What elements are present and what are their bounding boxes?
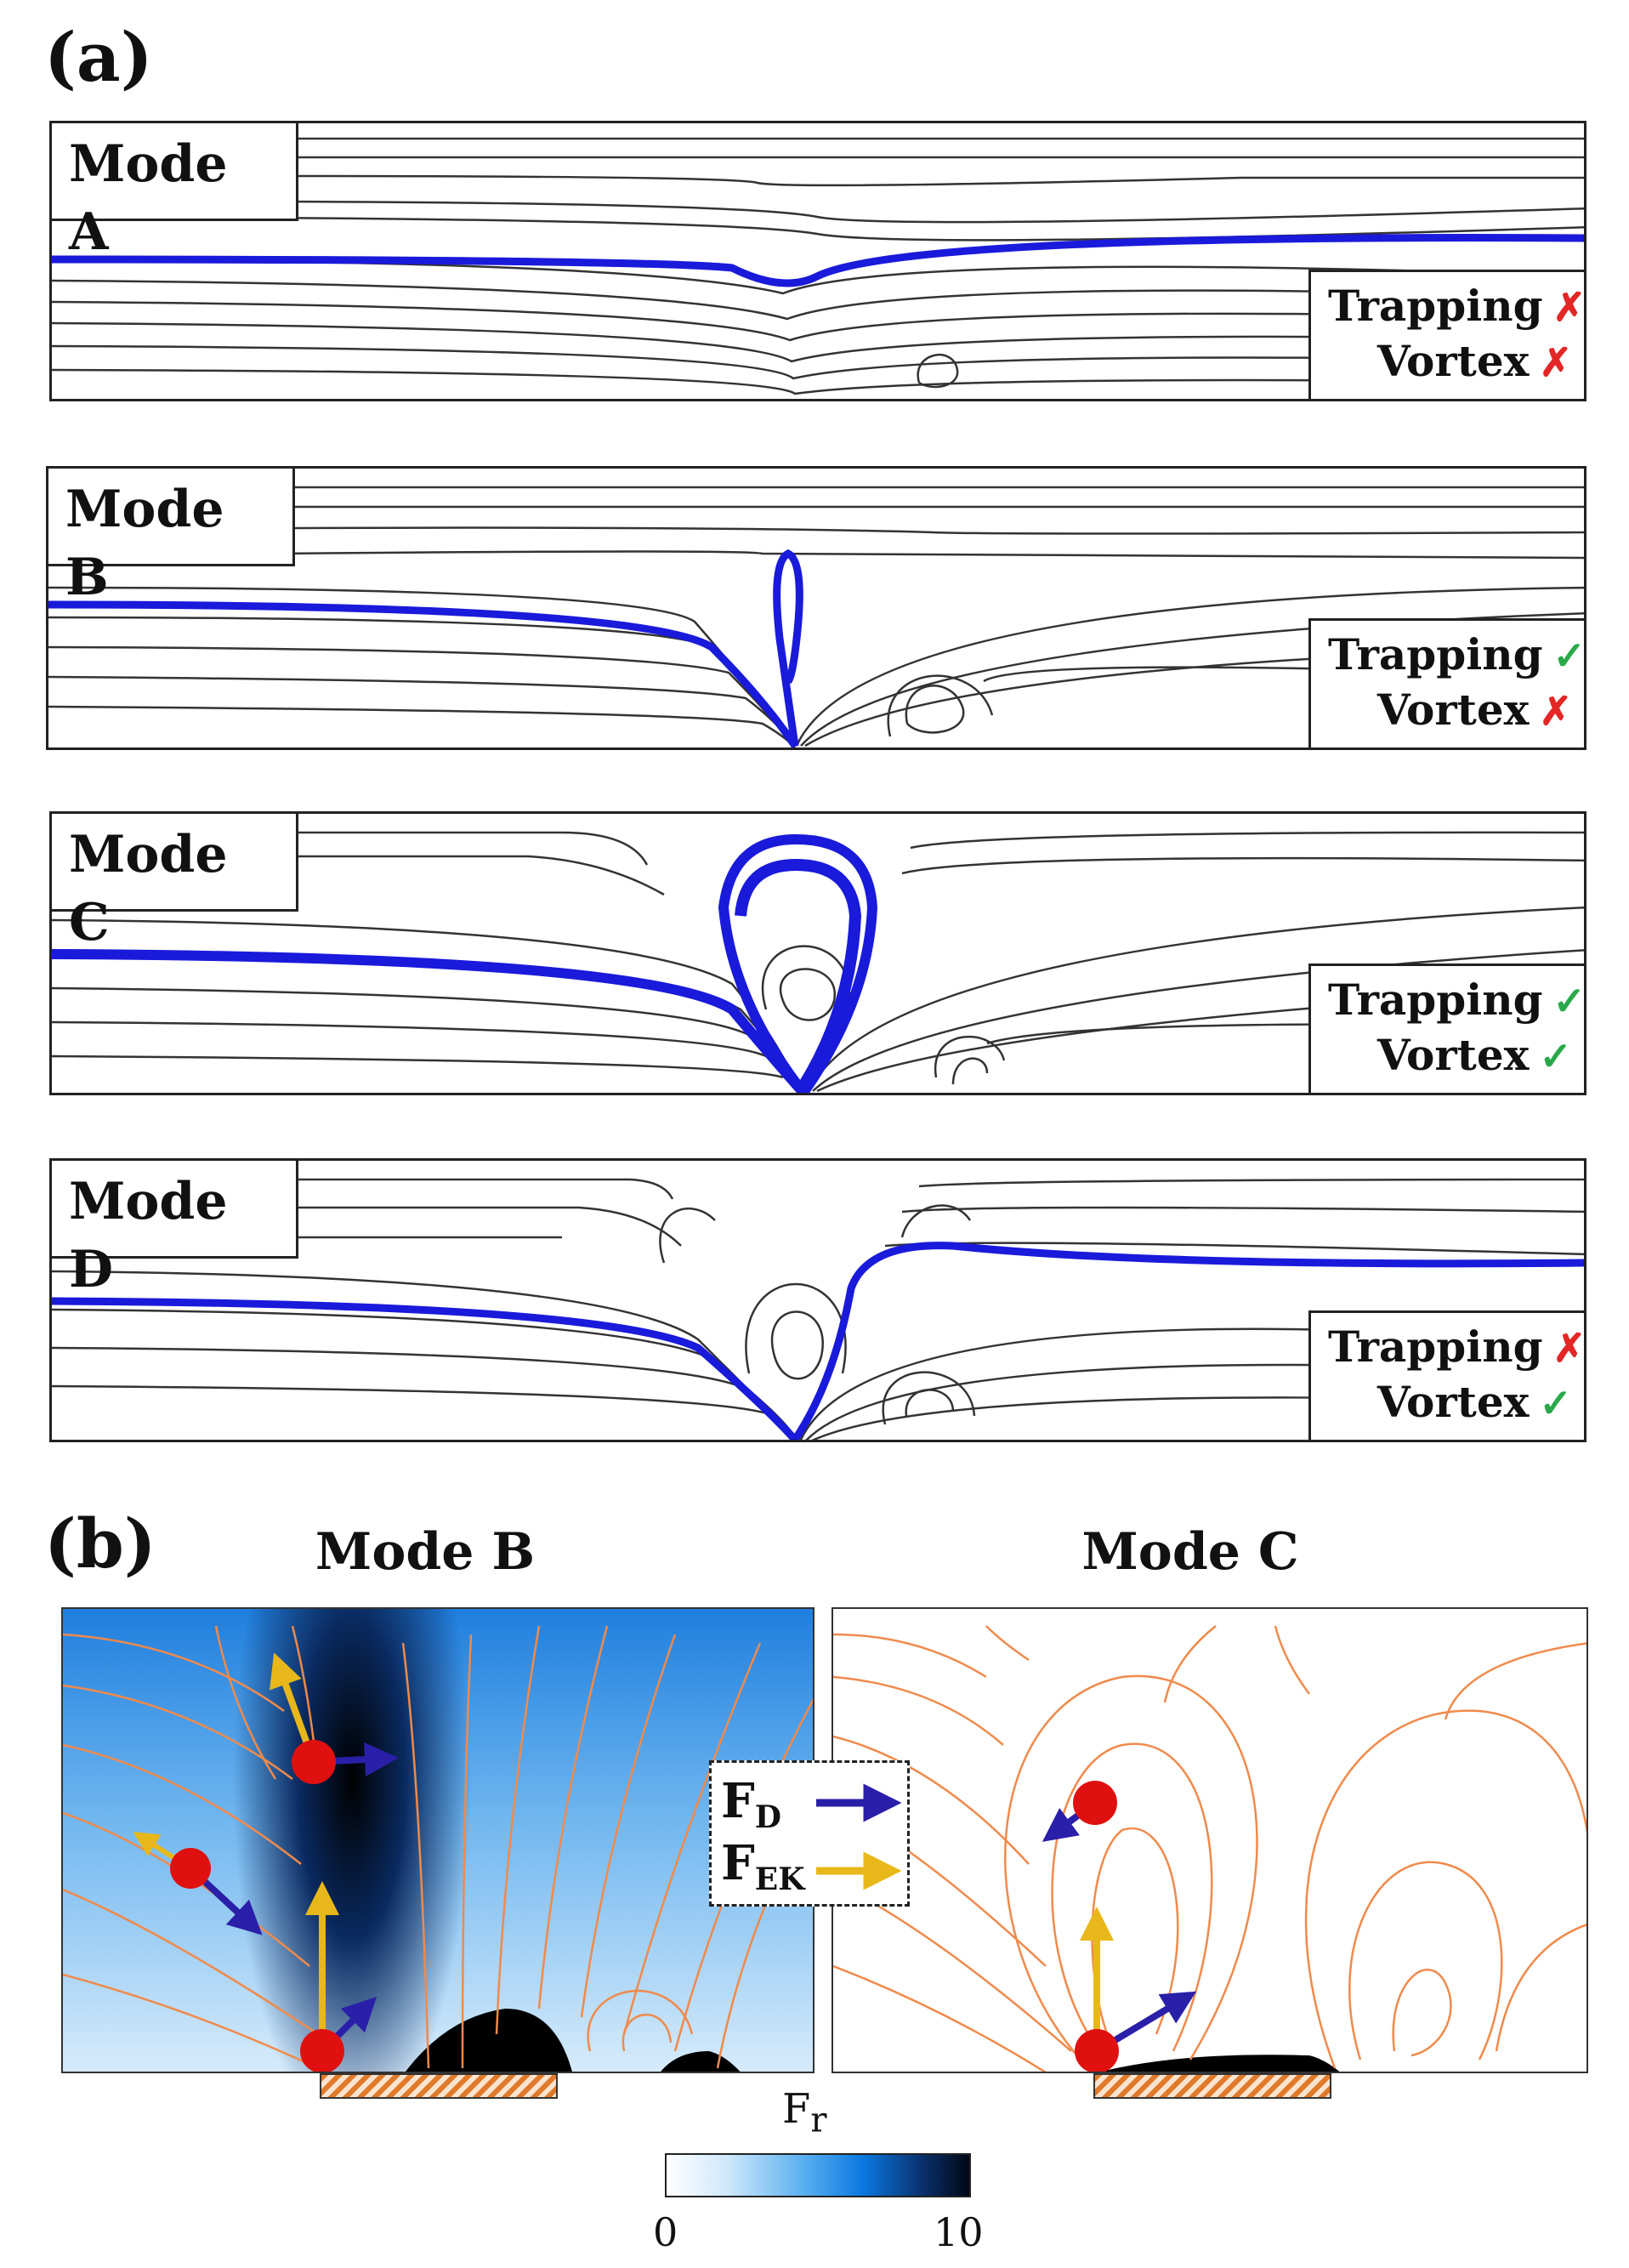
mode-c-vortex-label: Vortex [1376,1030,1530,1080]
mode-b-vortex-label: Vortex [1376,685,1530,735]
mode-c-panel: Mode C Trapping✓ Vortex✓ [49,811,1586,1095]
mode-d-status-box: Trapping✗ Vortex✓ [1308,1310,1586,1440]
particle-3 [300,2029,344,2072]
mode-c-status-box: Trapping✓ Vortex✓ [1308,963,1586,1093]
mode-d-panel: Mode D Trapping✗ Vortex✓ [49,1158,1586,1442]
mode-b-field-title: Mode B [315,1522,536,1582]
mode-c-field-title: Mode C [1081,1522,1299,1582]
mode-a-trapping-cross-icon: ✗ [1552,284,1586,330]
mode-c-vortex-check-icon: ✓ [1539,1033,1572,1079]
mode-b-trapping-check-icon: ✓ [1552,633,1586,679]
colorbar-label: Fr [782,2085,827,2140]
legend-ek-label: FEK [721,1835,805,1898]
particle-2 [170,1848,211,1889]
mode-b-streamlines [48,486,1584,747]
mode-a-trapping-label: Trapping [1328,281,1543,331]
panel-b-letter: (b) [44,1503,156,1583]
mode-d-vortex-check-icon: ✓ [1539,1380,1572,1426]
panel-a-letter: (a) [44,17,153,97]
mode-b-field-streamlines [63,1625,813,2072]
mode-a-status-box: Trapping✗ Vortex✗ [1308,270,1586,399]
mode-b-vortex-cross-icon: ✗ [1539,688,1572,734]
mode-d-label: Mode D [52,1161,298,1299]
mode-d-trapping-cross-icon: ✗ [1552,1325,1586,1371]
mode-c-electrode [1093,2073,1331,2099]
particle-4 [1075,2029,1119,2072]
legend-drag-label: FD [721,1773,781,1836]
colorbar-min: 0 [653,2209,678,2255]
particle-5 [1073,1781,1117,1825]
legend-arrows [816,1783,902,1890]
mode-b-status-box: Trapping✓ Vortex✗ [1308,618,1586,747]
mode-b-electrode [320,2073,558,2099]
mode-c-trapping-check-icon: ✓ [1552,978,1586,1024]
mode-c-field-panel [832,1607,1588,2073]
mode-d-trapping-label: Trapping [1328,1322,1543,1372]
mode-a-vortex-label: Vortex [1376,336,1530,386]
mode-d-vortex-label: Vortex [1376,1377,1530,1427]
mode-c-trapping-label: Trapping [1328,975,1543,1025]
mode-c-label: Mode C [52,814,298,952]
mode-b-trapping-label: Trapping [1328,629,1543,679]
colorbar-max: 10 [934,2209,984,2255]
mode-b-panel: Mode B Trapping✓ Vortex✗ [46,466,1586,750]
colorbar [665,2153,971,2197]
particle-1 [292,1740,336,1784]
mode-a-streamlines [52,137,1584,395]
mode-a-panel: Mode A Trapping✗ Vortex✗ [49,121,1586,401]
mode-c-field-streamlines [833,1625,1586,2072]
mode-a-vortex-cross-icon: ✗ [1539,339,1572,385]
mode-b-label: Mode B [48,469,295,607]
mode-b-field-panel [61,1607,814,2073]
mode-a-label: Mode A [52,123,298,262]
